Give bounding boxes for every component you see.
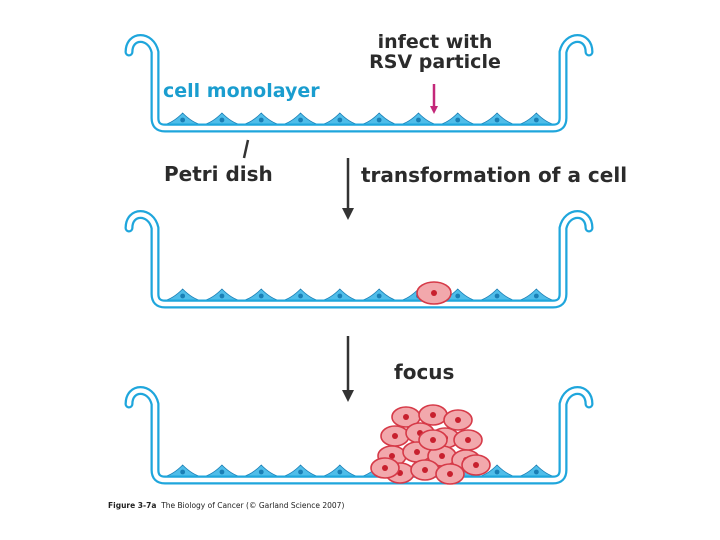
transformation-label: transformation of a cell: [361, 163, 628, 187]
normal-cell-nucleus: [533, 293, 539, 299]
transformed-cell-nucleus: [389, 453, 395, 459]
transformed-cell: [443, 409, 473, 431]
petri-dish-label: Petri dish: [164, 162, 273, 186]
transformed-cell-nucleus: [455, 417, 461, 423]
transformed-cell: [453, 429, 483, 451]
transformed-cell-nucleus: [439, 453, 445, 459]
caption-text: The Biology of Cancer (© Garland Science…: [161, 501, 345, 510]
normal-cell-nucleus: [219, 117, 225, 123]
normal-cell-nucleus: [416, 117, 421, 123]
dish-wall-outer: [124, 386, 594, 485]
transformed-cell: [418, 404, 448, 426]
transformed-cell-nucleus: [431, 290, 437, 296]
normal-cell-nucleus: [298, 117, 303, 123]
normal-cell-nucleus: [219, 469, 225, 475]
dish-wall-inner: [126, 388, 592, 483]
normal-cell-nucleus: [258, 117, 264, 123]
transformed-cell: [416, 281, 452, 305]
infect-label-line-1: infect with: [377, 31, 493, 53]
infect-label-line-2: RSV particle: [369, 50, 501, 73]
transformed-cell-nucleus: [430, 437, 436, 443]
caption-figure-id: Figure 3-7a: [108, 501, 157, 510]
normal-cell-nucleus: [298, 469, 303, 475]
petri-dish-focus: [124, 386, 594, 485]
normal-cell-nucleus: [258, 293, 264, 299]
normal-cell-nucleus: [180, 117, 186, 123]
normal-cell-nucleus: [376, 293, 382, 299]
normal-cell-nucleus: [494, 469, 500, 475]
focus-label: focus: [394, 360, 455, 384]
normal-cell-nucleus: [337, 117, 343, 123]
normal-cell-nucleus: [258, 469, 264, 475]
dish-wall-inner: [126, 212, 592, 307]
transformed-cell-nucleus: [465, 437, 471, 443]
normal-cell-nucleus: [533, 469, 539, 475]
transformed-cell-nucleus: [447, 471, 453, 477]
transformed-cell-nucleus: [430, 412, 436, 418]
transformed-cell-nucleus: [392, 433, 398, 439]
dish-wall-outer: [124, 210, 594, 309]
transformed-cell-nucleus: [473, 462, 479, 468]
transformed-cell-nucleus: [422, 467, 428, 473]
normal-cell-nucleus: [376, 117, 382, 123]
normal-cell-nucleus: [533, 117, 539, 123]
petri-dish-monolayer: [124, 34, 594, 133]
normal-cell-nucleus: [455, 117, 461, 123]
cell-monolayer-label: cell monolayer: [163, 80, 320, 102]
normal-cell-nucleus: [180, 469, 186, 475]
transformed-cell: [461, 454, 491, 476]
petri-dish-pointer: [242, 139, 250, 159]
figure-caption: Figure 3-7a The Biology of Cancer (© Gar…: [108, 501, 344, 510]
dish-wall-inner: [126, 36, 592, 131]
normal-cell-nucleus: [337, 469, 343, 475]
transformed-cell: [435, 463, 465, 485]
normal-cell-nucleus: [298, 293, 303, 299]
petri-dish-transformation: [124, 210, 594, 309]
infect-label: infect with RSV particle: [367, 31, 503, 73]
transformed-cell-nucleus: [403, 414, 409, 420]
transformed-cell: [410, 459, 440, 481]
transformed-cell: [418, 429, 448, 451]
transformed-cell-nucleus: [414, 449, 420, 455]
transformed-cell: [380, 425, 410, 447]
normal-cell-nucleus: [494, 293, 500, 299]
normal-cell-nucleus: [455, 293, 461, 299]
normal-cell-nucleus: [494, 117, 500, 123]
transformed-cell-nucleus: [382, 465, 388, 471]
transformed-cell: [370, 457, 400, 479]
normal-cell-nucleus: [180, 293, 186, 299]
normal-cell-nucleus: [337, 293, 343, 299]
normal-cell-nucleus: [219, 293, 225, 299]
